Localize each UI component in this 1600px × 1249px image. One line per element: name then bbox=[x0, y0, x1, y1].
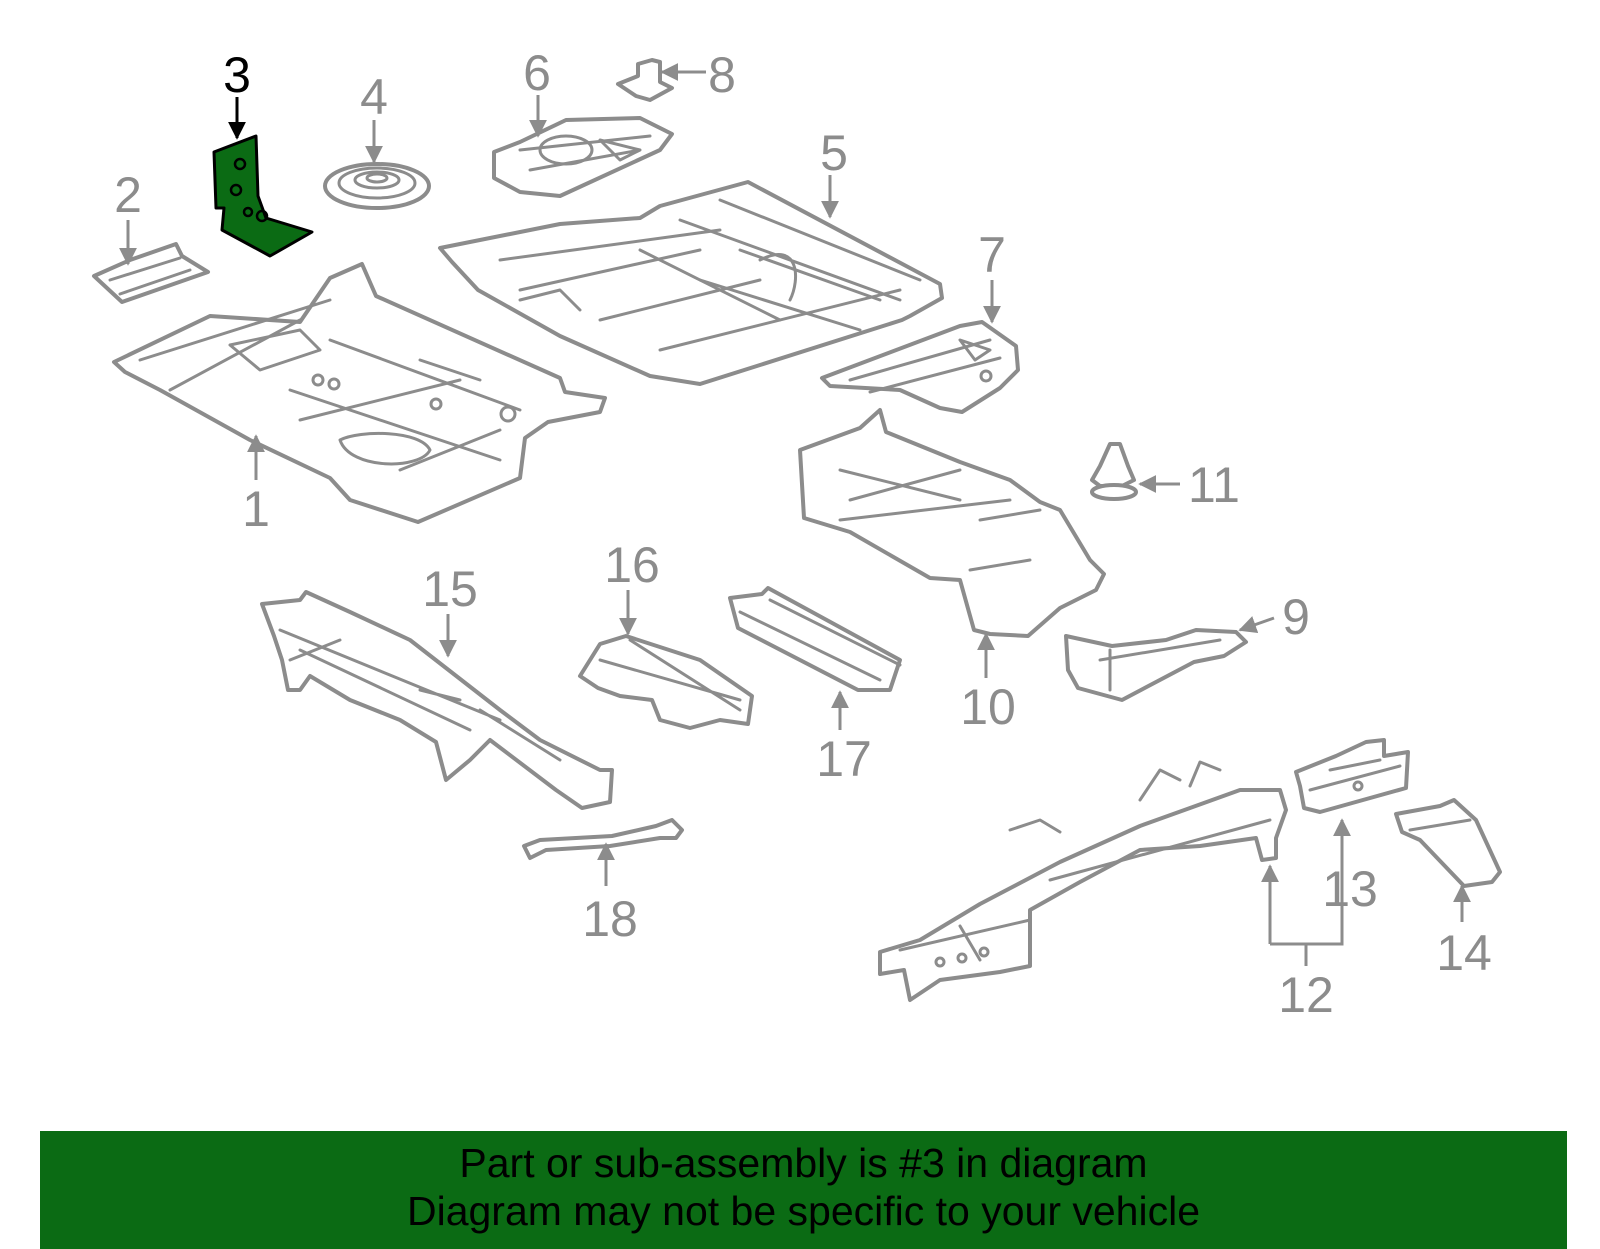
callout-4: 4 bbox=[360, 69, 388, 125]
part-4-round-plug[interactable] bbox=[323, 162, 431, 210]
callout-3: 3 bbox=[223, 47, 251, 103]
part-11-push-clip[interactable] bbox=[1090, 442, 1138, 501]
callout-10: 10 bbox=[960, 679, 1016, 735]
callout-14: 14 bbox=[1436, 925, 1492, 981]
callout-8: 8 bbox=[708, 47, 736, 103]
part-6-panel[interactable] bbox=[492, 116, 674, 198]
part-12-side-member[interactable] bbox=[878, 760, 1288, 1002]
callout-18: 18 bbox=[582, 891, 638, 947]
banner-part-note: Part or sub-assembly is #3 in diagram bbox=[459, 1140, 1148, 1186]
part-2-bracket[interactable] bbox=[92, 242, 210, 304]
part-16-crossmember[interactable] bbox=[578, 634, 754, 730]
callout-13: 13 bbox=[1322, 861, 1378, 917]
part-10-floor-well[interactable] bbox=[798, 408, 1106, 638]
part-18-brace-rod[interactable] bbox=[522, 818, 684, 860]
leader-lines bbox=[119, 63, 1471, 966]
callout-numbers: 3 2 4 6 8 5 7 1 11 9 10 15 16 17 18 13 1… bbox=[114, 45, 1492, 1023]
part-14-extension[interactable] bbox=[1394, 798, 1502, 888]
banner-disclaimer: Diagram may not be specific to your vehi… bbox=[406, 1188, 1200, 1234]
callout-1: 1 bbox=[242, 481, 270, 537]
part-7-side-bracket[interactable] bbox=[820, 320, 1020, 414]
part-8-clip[interactable] bbox=[616, 58, 674, 102]
part-9-member[interactable] bbox=[1064, 628, 1248, 702]
callout-16: 16 bbox=[604, 537, 660, 593]
callout-11: 11 bbox=[1188, 457, 1240, 513]
part-15-crossmember[interactable] bbox=[260, 590, 614, 810]
info-banner: Part or sub-assembly is #3 in diagram Di… bbox=[40, 1131, 1567, 1249]
part-3-highlighted-bracket[interactable] bbox=[212, 134, 314, 258]
part-5-rear-floor-pan[interactable] bbox=[438, 180, 944, 386]
callout-5: 5 bbox=[820, 125, 848, 181]
callout-12: 12 bbox=[1278, 967, 1334, 1023]
callout-17: 17 bbox=[816, 731, 872, 787]
callout-9: 9 bbox=[1282, 589, 1310, 645]
callout-7: 7 bbox=[978, 227, 1006, 283]
callout-6: 6 bbox=[523, 45, 551, 101]
part-17-reinforcement[interactable] bbox=[728, 586, 902, 692]
callout-2: 2 bbox=[114, 167, 142, 223]
part-13-bracket[interactable] bbox=[1294, 738, 1410, 814]
callout-15: 15 bbox=[422, 561, 478, 617]
